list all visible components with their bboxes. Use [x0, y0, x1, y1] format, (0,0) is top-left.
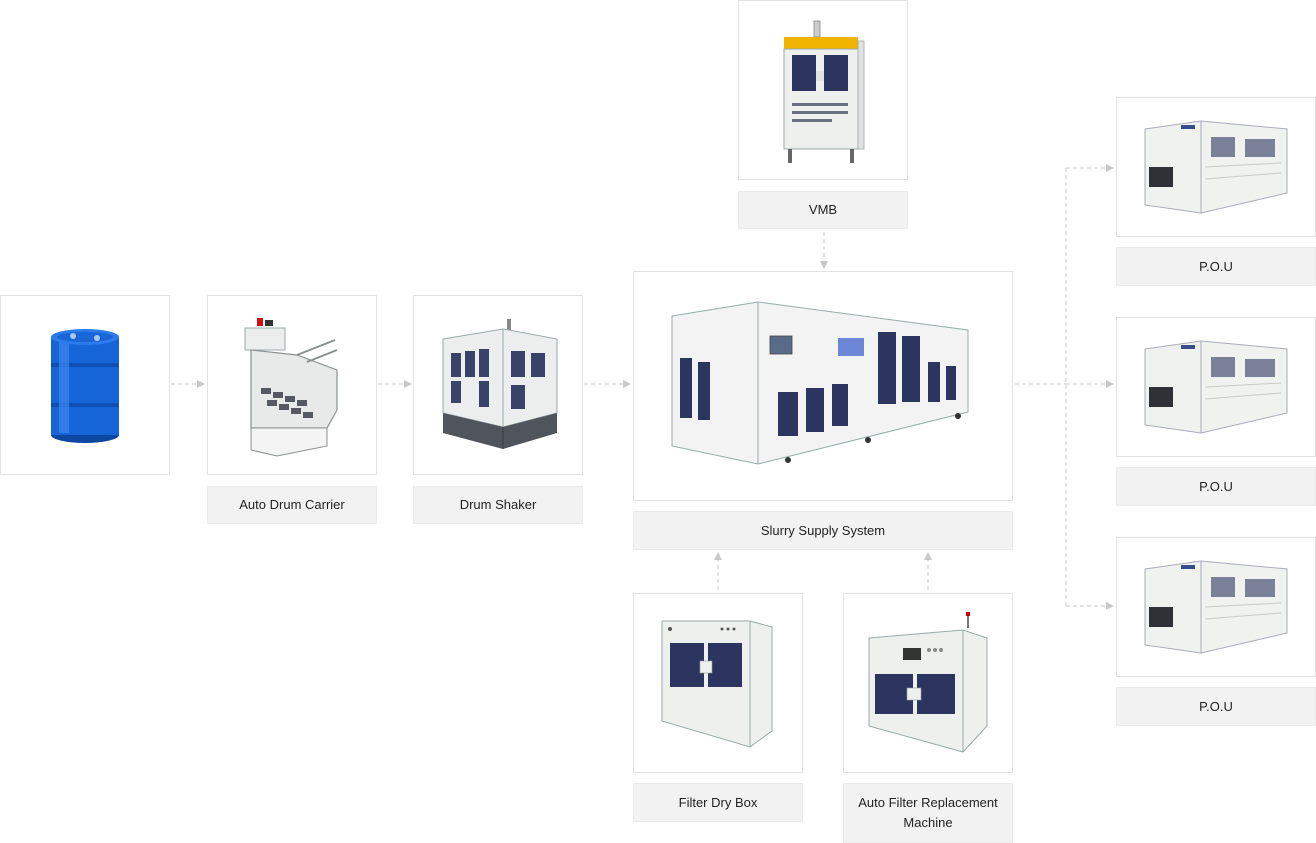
drum-carrier-machine-icon: [244, 318, 338, 457]
auto-filter-replacement-label: Auto Filter Replacement Machine: [843, 783, 1013, 843]
vmb-cabinet-icon: [783, 20, 865, 163]
filter-dry-box-icon: [661, 620, 773, 748]
filter-replacement-machine-icon: [868, 612, 988, 753]
pou-machine-icon: [1144, 560, 1288, 654]
pou-1-label: P.O.U: [1116, 247, 1316, 286]
slurry-supply-image-box: [633, 271, 1013, 501]
drum-shaker-image-box: [413, 295, 583, 475]
pou-2-label: P.O.U: [1116, 467, 1316, 506]
drum-shaker-machine-icon: [442, 319, 558, 449]
blue-drum-icon: [51, 329, 119, 443]
drum-image-box: [0, 295, 170, 475]
pou-2-image-box: [1116, 317, 1316, 457]
filter-dry-box-label: Filter Dry Box: [633, 783, 803, 822]
pou-machine-icon: [1144, 340, 1288, 434]
slurry-supply-label: Slurry Supply System: [633, 511, 1013, 550]
filter-dry-box-image-box: [633, 593, 803, 773]
pou-3-image-box: [1116, 537, 1316, 677]
pou-3-label: P.O.U: [1116, 687, 1316, 726]
pou-machine-icon: [1144, 120, 1288, 214]
auto-drum-carrier-label: Auto Drum Carrier: [207, 486, 377, 524]
auto-filter-replacement-image-box: [843, 593, 1013, 773]
drum-shaker-label: Drum Shaker: [413, 486, 583, 524]
vmb-image-box: [738, 0, 908, 180]
vmb-label: VMB: [738, 191, 908, 229]
slurry-supply-machine-icon: [671, 301, 969, 465]
auto-drum-carrier-image-box: [207, 295, 377, 475]
pou-1-image-box: [1116, 97, 1316, 237]
